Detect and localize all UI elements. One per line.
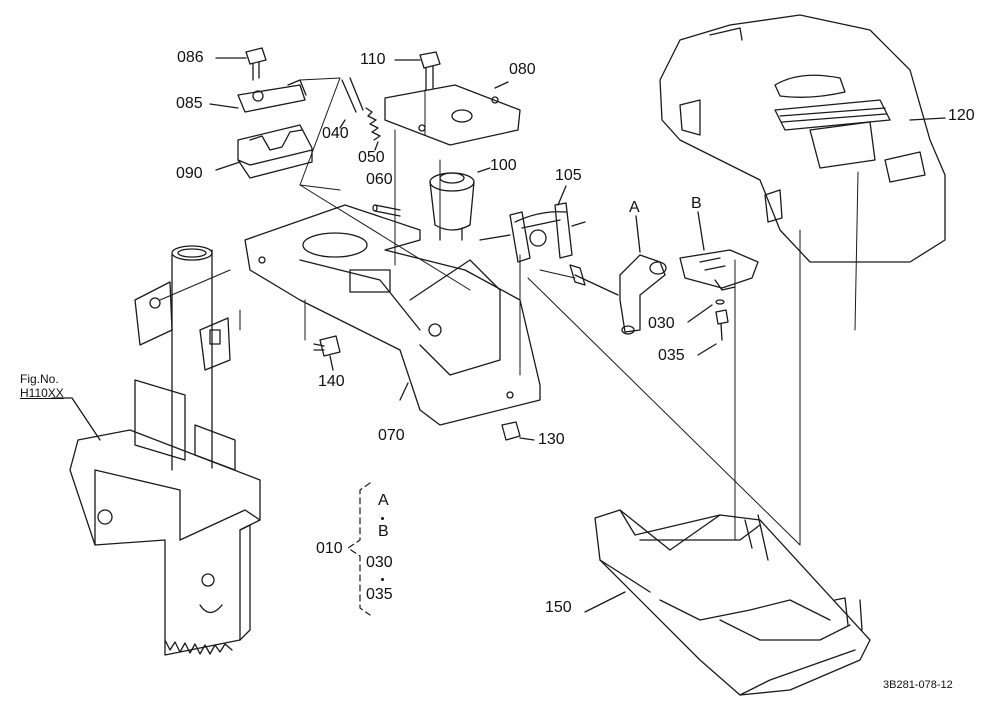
label-B: B: [691, 195, 702, 212]
drawing-code: 3B281-078-12: [883, 679, 953, 691]
kit-separator-dot: [381, 517, 384, 520]
spring-050: [365, 107, 381, 151]
label-090: 090: [176, 165, 203, 182]
fig-leader: [51, 397, 101, 441]
label-040: 040: [322, 125, 349, 142]
switch-100: [429, 167, 491, 241]
label-050: 050: [358, 149, 385, 166]
clip-085: [209, 79, 307, 113]
label-150: 150: [545, 599, 572, 616]
label-130: 130: [538, 431, 565, 448]
label-085: 085: [176, 95, 203, 112]
washer-030: [687, 299, 725, 323]
label-A: A: [629, 199, 640, 216]
lever-bracket-105: [479, 185, 586, 263]
kit-item-035: 035: [366, 586, 393, 603]
bolt-140: [313, 335, 341, 371]
assembly-lines: [159, 77, 859, 546]
label-100: 100: [490, 157, 517, 174]
label-105: 105: [555, 167, 582, 184]
bolt-086: [215, 47, 267, 81]
kit-item-030: 030: [366, 554, 393, 571]
base-plate-070: [244, 204, 541, 426]
label-030: 030: [648, 315, 675, 332]
kit-item-A: A: [378, 492, 389, 509]
guide-block-090: [215, 124, 313, 179]
upper-cover-120: [659, 14, 946, 263]
knob-B: [679, 211, 759, 291]
kit-item-B: B: [378, 523, 389, 540]
label-110: 110: [360, 51, 386, 68]
pin-040: [339, 77, 364, 129]
figure-ref-line2: H110XX: [20, 385, 64, 400]
plate-080: [384, 81, 521, 146]
figure-reference: Fig.No. H110XX: [20, 372, 64, 401]
kit-separator-dot: [381, 578, 384, 581]
lower-cover-150: [584, 509, 871, 696]
label-120: 120: [948, 107, 975, 124]
lever-A: [569, 215, 667, 335]
figure-ref-line1: Fig.No.: [20, 372, 59, 386]
label-140: 140: [318, 373, 345, 390]
label-086: 086: [177, 49, 204, 66]
kit-bracket: [347, 482, 371, 616]
label-060: 060: [366, 171, 393, 188]
bolt-110: [394, 51, 441, 91]
kit-number: 010: [316, 540, 343, 557]
bolt-130: [501, 421, 535, 441]
pin-060: [372, 204, 401, 217]
steering-column-bracket: [69, 245, 261, 656]
screw-035: [697, 309, 729, 356]
label-070: 070: [378, 427, 405, 444]
label-035: 035: [658, 347, 685, 364]
label-080: 080: [509, 61, 536, 78]
